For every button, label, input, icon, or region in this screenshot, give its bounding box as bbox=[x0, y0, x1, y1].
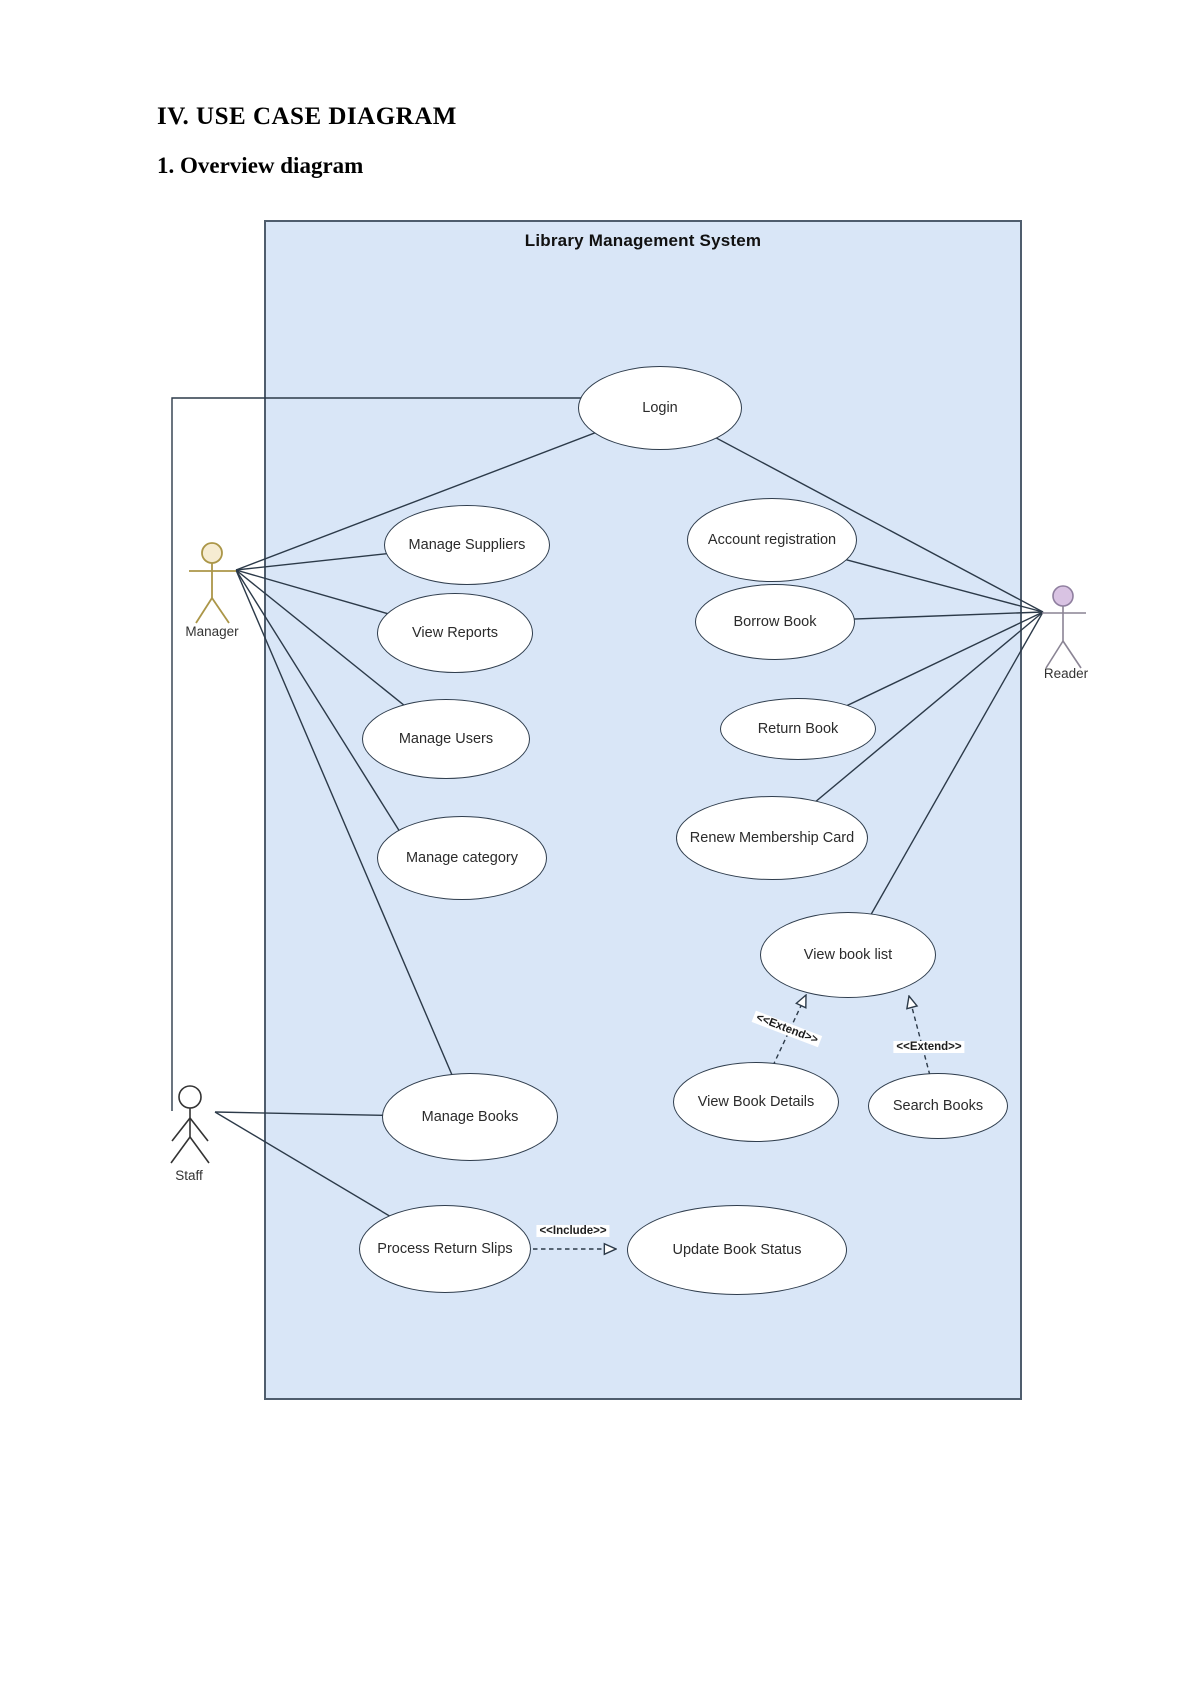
usecase-label: Account registration bbox=[707, 531, 837, 548]
extend-stereotype-label-right: <<Extend>> bbox=[893, 1041, 965, 1053]
usecase-label: View Book Details bbox=[697, 1093, 815, 1110]
usecase-search-books: Search Books bbox=[868, 1073, 1008, 1139]
usecase-manage-users: Manage Users bbox=[362, 699, 530, 779]
actor-staff-label: Staff bbox=[175, 1168, 203, 1183]
actor-reader-figure bbox=[1042, 585, 1086, 669]
usecase-view-book-list: View book list bbox=[760, 912, 936, 998]
usecase-login: Login bbox=[578, 366, 742, 450]
usecase-label: Manage Books bbox=[421, 1108, 519, 1125]
usecase-label: Borrow Book bbox=[733, 613, 817, 630]
include-stereotype-label: <<Include>> bbox=[536, 1225, 610, 1237]
usecase-label: Manage Users bbox=[398, 730, 494, 747]
usecase-label: Manage category bbox=[405, 849, 519, 866]
usecase-account-registration: Account registration bbox=[687, 498, 857, 582]
usecase-label: Login bbox=[642, 399, 678, 416]
usecase-update-book-status: Update Book Status bbox=[627, 1205, 847, 1295]
usecase-label: Renew Membership Card bbox=[689, 829, 855, 846]
usecase-label: Manage Suppliers bbox=[408, 536, 526, 553]
usecase-manage-category: Manage category bbox=[377, 816, 547, 900]
diagram-title: Library Management System bbox=[524, 231, 762, 250]
usecase-label: View Reports bbox=[412, 624, 498, 641]
staff-login-line bbox=[171, 397, 585, 1111]
usecase-view-book-details: View Book Details bbox=[673, 1062, 839, 1142]
usecase-label: Return Book bbox=[757, 720, 839, 737]
page-title: IV. USE CASE DIAGRAM bbox=[157, 103, 457, 130]
usecase-label: View book list bbox=[803, 946, 893, 963]
usecase-borrow-book: Borrow Book bbox=[695, 584, 855, 660]
actor-manager-figure bbox=[189, 542, 236, 624]
usecase-label: Search Books bbox=[892, 1097, 984, 1114]
actor-manager-label: Manager bbox=[185, 624, 239, 639]
usecase-label: Update Book Status bbox=[672, 1241, 802, 1258]
usecase-renew-membership-card: Renew Membership Card bbox=[676, 796, 868, 880]
usecase-return-book: Return Book bbox=[720, 698, 876, 760]
usecase-process-return-slips: Process Return Slips bbox=[359, 1205, 531, 1293]
usecase-label: Process Return Slips bbox=[377, 1240, 513, 1257]
actor-staff-figure bbox=[170, 1085, 210, 1164]
usecase-manage-suppliers: Manage Suppliers bbox=[384, 505, 550, 585]
usecase-view-reports: View Reports bbox=[377, 593, 533, 673]
section-title: 1. Overview diagram bbox=[157, 153, 364, 178]
actor-reader-label: Reader bbox=[1043, 666, 1089, 681]
usecase-manage-books: Manage Books bbox=[382, 1073, 558, 1161]
